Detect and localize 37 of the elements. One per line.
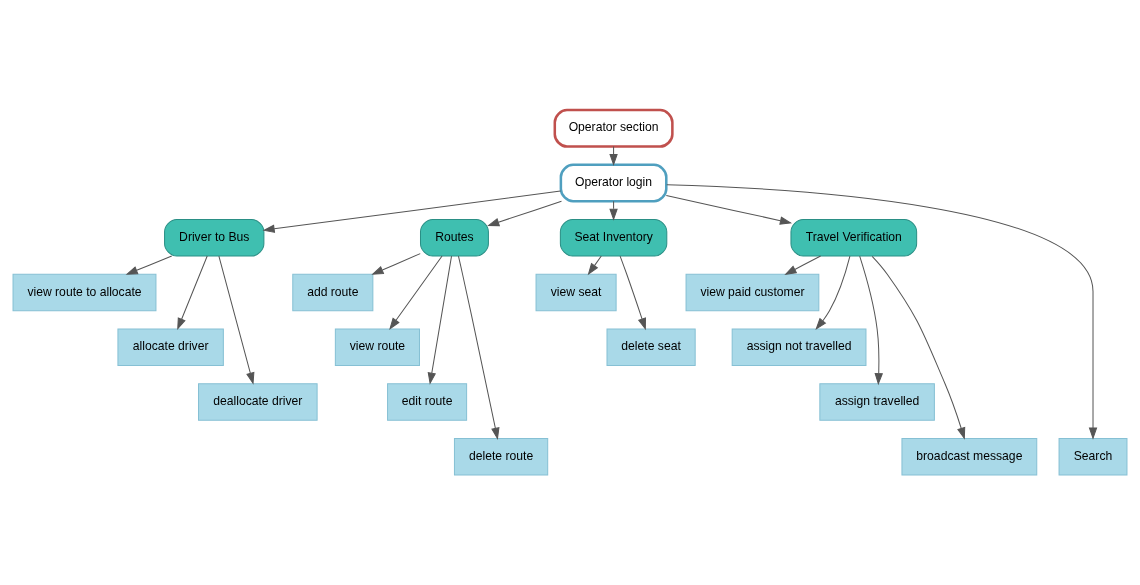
arrow	[859, 255, 883, 386]
node-box: view paid customer	[685, 273, 820, 312]
node-box: edit route	[387, 383, 468, 421]
arrow	[262, 190, 562, 233]
node-box: Operator section	[553, 108, 674, 148]
arrow	[587, 255, 602, 276]
node-box: view route to allocate	[12, 273, 157, 312]
arrow	[784, 255, 822, 275]
node-box: Search	[1058, 437, 1128, 476]
arrow	[389, 255, 443, 330]
arrow	[665, 195, 793, 225]
arrow	[871, 255, 966, 440]
node-box: add route	[292, 273, 374, 312]
node-box: view route	[334, 328, 420, 366]
node-box: delete seat	[606, 328, 696, 366]
node-box: allocate driver	[117, 328, 224, 366]
arrow	[666, 184, 1098, 440]
node-box: Seat Inventory	[559, 219, 668, 257]
node-box: delete route	[453, 437, 549, 476]
arrow	[619, 255, 646, 331]
node-box: deallocate driver	[198, 383, 318, 421]
node-box: broadcast message	[901, 437, 1038, 476]
arrow	[815, 255, 851, 330]
arrow	[125, 255, 173, 275]
arrow	[218, 255, 255, 385]
node-box: Operator login	[559, 163, 668, 203]
arrow	[457, 255, 500, 440]
arrow	[487, 200, 562, 227]
node-box: Driver to Bus	[164, 219, 265, 257]
arrow	[177, 255, 208, 331]
node-box: Routes	[420, 219, 489, 257]
node-box: assign not travelled	[731, 328, 867, 366]
arrow	[427, 255, 453, 385]
node-box: view seat	[535, 273, 617, 312]
node-box: Travel Verification	[790, 219, 918, 257]
arrow	[371, 253, 421, 275]
node-box: assign travelled	[819, 383, 935, 421]
